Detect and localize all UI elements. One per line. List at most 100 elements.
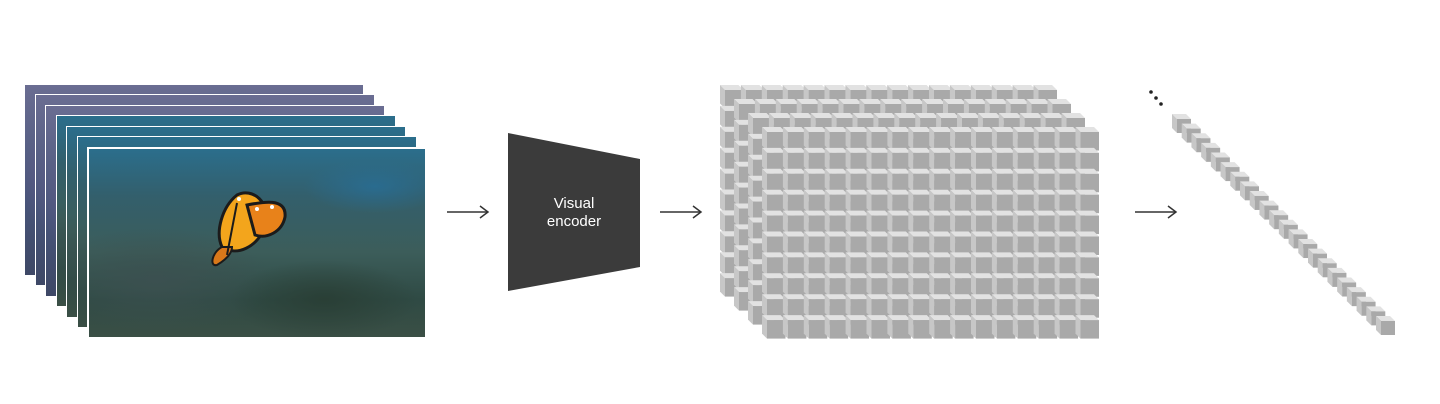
token-cube (887, 147, 911, 172)
token-cube (803, 127, 828, 151)
token-cube (824, 189, 849, 214)
video-frame-front (87, 147, 427, 339)
token-cube (803, 273, 828, 297)
token-cube (887, 210, 911, 235)
token-cube (929, 210, 953, 235)
token-cube (991, 273, 1016, 297)
token-cube (908, 189, 932, 214)
token-cube (929, 294, 953, 318)
ellipsis-dot (1154, 96, 1158, 100)
token-cube (929, 127, 953, 151)
token-cube (762, 231, 786, 255)
token-cube (1075, 231, 1099, 255)
token-cube (929, 252, 953, 276)
token-cube (908, 273, 932, 297)
token-cube (1033, 168, 1058, 193)
token-cube (1054, 231, 1079, 255)
token-cube (887, 168, 911, 193)
token-cube (908, 231, 932, 255)
token-cube (1012, 231, 1037, 255)
token-cube (950, 252, 974, 276)
token-cube (991, 315, 1016, 339)
token-cube (1075, 168, 1099, 193)
token-cube (845, 273, 870, 297)
token-cube (971, 231, 995, 255)
token-cube (1012, 210, 1037, 235)
token-cube (950, 127, 974, 151)
token-cube (824, 294, 849, 318)
token-cube (1075, 315, 1099, 339)
token-cube (1033, 273, 1058, 297)
token-cube (824, 147, 849, 172)
token-cube (908, 315, 932, 339)
token-cube (950, 189, 974, 214)
token-cube (991, 252, 1016, 276)
token-cube (762, 210, 786, 235)
token-cube (1033, 231, 1058, 255)
token-cube (762, 127, 786, 151)
token-cube-grid (720, 85, 1099, 339)
token-cube (950, 168, 974, 193)
token-cube (1054, 294, 1079, 318)
token-cube (1054, 189, 1079, 214)
token-cube (782, 273, 807, 297)
token-cube (845, 231, 870, 255)
token-cube (971, 127, 995, 151)
flattened-token-sequence (1149, 90, 1395, 335)
token-cube (762, 168, 786, 193)
token-cube (824, 315, 849, 339)
token-cube (887, 189, 911, 214)
token-cube (782, 252, 807, 276)
token-cube (929, 189, 953, 214)
token-cube (971, 315, 995, 339)
token-cube (991, 168, 1016, 193)
token-cube (1054, 147, 1079, 172)
sequence-token-cube (1337, 277, 1357, 297)
ellipsis-dot (1149, 90, 1153, 94)
token-cube (971, 189, 995, 214)
encoder-label-line1: Visual (553, 195, 595, 212)
token-cube (887, 294, 911, 318)
token-cube (782, 127, 807, 151)
token-cube (845, 189, 870, 214)
token-cube (824, 168, 849, 193)
token-cube (803, 189, 828, 214)
token-cube (991, 147, 1016, 172)
right-arrow-icon (1135, 205, 1178, 219)
token-cube (1054, 210, 1079, 235)
token-cube (971, 294, 995, 318)
token-cube (782, 294, 807, 318)
token-cube (824, 210, 849, 235)
token-cube (950, 210, 974, 235)
ellipsis-dot (1159, 102, 1163, 106)
token-cube (1075, 127, 1099, 151)
token-cube (1075, 210, 1099, 235)
token-cube (1033, 127, 1058, 151)
token-cube (803, 210, 828, 235)
token-cube (1075, 294, 1099, 318)
token-cube (887, 273, 911, 297)
token-cube (971, 147, 995, 172)
token-cube (803, 168, 828, 193)
token-cube (971, 168, 995, 193)
token-cube (824, 273, 849, 297)
sequence-token-cube (1376, 316, 1395, 335)
token-cube (991, 189, 1016, 214)
token-cube (887, 315, 911, 339)
token-cube (866, 189, 890, 214)
token-cube (1033, 252, 1058, 276)
token-cube (929, 273, 953, 297)
token-cube (1054, 315, 1079, 339)
token-cube (1012, 168, 1037, 193)
token-cube (1075, 189, 1099, 214)
token-cube (762, 252, 786, 276)
token-cube (824, 231, 849, 255)
token-cube (1012, 189, 1037, 214)
token-cube (782, 147, 807, 172)
token-cube (782, 189, 807, 214)
butterfly-icon (211, 191, 287, 267)
token-cube (950, 315, 974, 339)
token-cube (929, 168, 953, 193)
encoder-label-line2: encoder (546, 213, 602, 230)
